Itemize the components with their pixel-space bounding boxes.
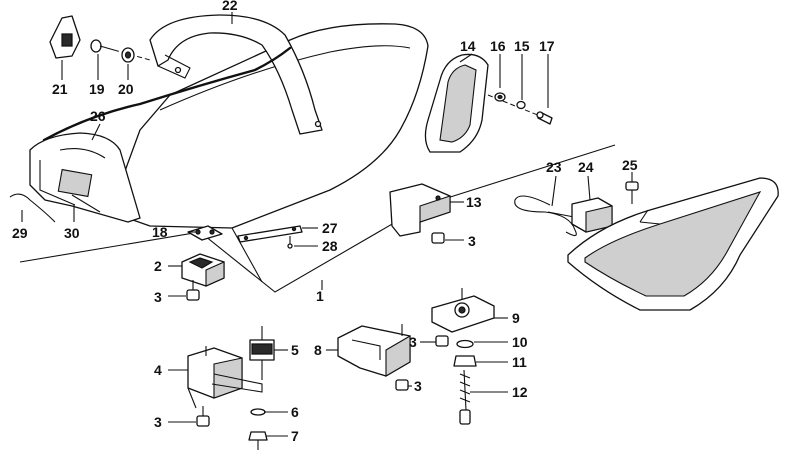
callout-17: 17 [539,38,555,54]
callout-13: 13 [466,194,482,210]
callout-11: 11 [512,354,527,370]
screw-3-d [395,379,409,391]
callout-29: 29 [12,225,28,241]
nut-7 [248,431,268,450]
nut-11 [453,355,477,367]
mount-bracket-18 [187,225,223,241]
side-cover [424,53,489,153]
callout-5: 5 [291,342,299,358]
callout-6: 6 [291,404,299,420]
callout-23: 23 [546,159,562,175]
screw-25 [625,181,639,204]
callout-30: 30 [64,225,80,241]
callout-3a: 3 [154,289,162,305]
screw-19 [90,39,151,61]
bushing-5 [249,326,275,380]
bracket-13 [389,183,451,237]
rubber-mount-2 [181,253,225,287]
callout-2: 2 [154,258,162,274]
callout-3d: 3 [414,378,422,394]
callout-16: 16 [490,38,506,54]
callout-3b: 3 [468,233,476,249]
washer-6 [250,408,266,416]
clip-24 [571,197,613,233]
callout-26: 26 [90,108,106,124]
callout-20: 20 [118,81,134,97]
cable [9,193,56,223]
fasteners-15-16-17 [487,92,553,125]
callout-3e: 3 [409,334,417,350]
callout-10: 10 [512,334,528,350]
edge-trim-strip [42,46,292,142]
callout-12: 12 [512,384,528,400]
rear-side-panel [29,132,141,223]
side-trim-cover [567,177,779,311]
callout-9: 9 [512,310,520,326]
screw-3-e [435,335,449,347]
callout-21: 21 [52,81,68,97]
hinge-bracket [49,15,81,59]
callout-22: 22 [222,0,238,13]
nut-20 [121,47,135,63]
bolt-12 [459,369,471,425]
pin-28 [287,236,293,249]
callout-labels: 1 2 3 3 3 3 3 4 5 6 7 8 9 10 11 12 13 14… [12,0,638,444]
strip-27 [237,225,303,243]
bracket-4 [187,346,263,409]
callout-27: 27 [322,220,338,236]
callout-15: 15 [514,38,530,54]
callout-1: 1 [316,288,324,304]
callout-3c: 3 [154,414,162,430]
backrest-hoop [149,14,323,135]
plate-9 [431,288,495,333]
washer-10 [456,339,474,349]
callout-4: 4 [154,362,162,378]
screw-3-c [196,406,210,427]
callout-18: 18 [152,224,168,240]
bracket-8 [337,324,411,377]
callout-28: 28 [322,238,338,254]
callout-8: 8 [314,342,322,358]
callout-24: 24 [578,159,594,175]
callout-7: 7 [291,428,299,444]
callout-19: 19 [89,81,105,97]
screw-3-a [186,280,200,301]
callout-14: 14 [460,38,476,54]
leader-lines [21,12,633,437]
screw-3-b [431,232,445,244]
callout-25: 25 [622,157,638,173]
seat-shell [19,23,616,293]
